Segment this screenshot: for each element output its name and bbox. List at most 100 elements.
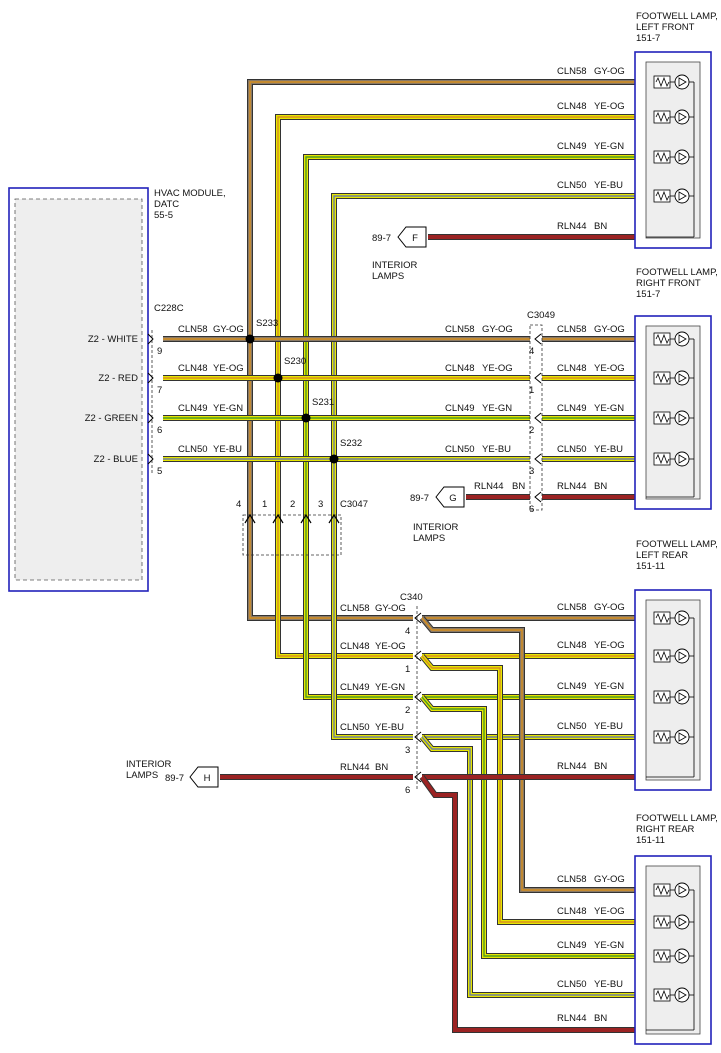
lamp-lf-title-2: LEFT FRONT: [636, 22, 695, 33]
led-icon: [674, 451, 690, 467]
lamp-lf-ref: 151-7: [636, 33, 660, 44]
resistor-zigzag: [655, 372, 670, 384]
resistor-zigzag: [655, 989, 670, 1001]
wire-label-hvac-color: GY-OG: [213, 324, 244, 335]
wire-label-rln44-h-color: BN: [375, 762, 388, 773]
wire-label-front-bus-color: YE-GN: [375, 682, 405, 693]
wire-label-front-bus-color: YE-BU: [375, 722, 404, 733]
wire-label-lr-color: YE-BU: [594, 721, 623, 732]
c340-label: C340: [400, 592, 423, 603]
hvac-module-name-2: DATC: [154, 199, 179, 210]
c3049-pin-number: 4: [529, 346, 534, 357]
led-icon: [674, 648, 690, 664]
wire-label-mid-circuit: CLN48: [445, 363, 475, 374]
hvac-module-name: HVAC MODULE,: [154, 188, 226, 199]
wire-label-rf-circuit: CLN49: [557, 403, 587, 414]
connector-pin-icon: [534, 372, 542, 384]
wire-label-rf-circuit: CLN50: [557, 444, 587, 455]
wire-cln50-front-bus: [331, 193, 637, 740]
c340-pin-number: 6: [405, 785, 410, 796]
wires: [163, 79, 637, 1033]
c228c-label: C228C: [154, 303, 184, 314]
wire-label-rf-color: YE-BU: [594, 444, 623, 455]
hvac-module-inner: [14, 198, 143, 581]
c3047-pin-number: 2: [290, 499, 295, 510]
wire-label-rr-gnd-color: BN: [594, 1013, 607, 1024]
led-icon: [674, 610, 690, 626]
connector-pin-icon: [534, 412, 542, 424]
resistor-zigzag: [655, 950, 670, 962]
wire-cln48-right-rear: [419, 654, 637, 925]
led-icon: [674, 188, 690, 204]
wire-label-rf-color: GY-OG: [594, 324, 625, 335]
hvac-pin-label: Z2 - RED: [98, 373, 138, 384]
connector-pin-icon: [328, 513, 340, 524]
c3049-label: C3049: [527, 310, 555, 321]
wire-cln48-front-bus: [275, 114, 637, 659]
c228c-pin-number: 9: [157, 346, 162, 357]
wire-label-front-bus-color: YE-OG: [375, 641, 406, 652]
led-icon: [674, 410, 690, 426]
diode-symbol: [678, 917, 687, 927]
diode-symbol: [678, 77, 687, 87]
c3047-pin-number: 3: [318, 499, 323, 510]
hvac-pin-label: Z2 - BLUE: [94, 454, 138, 465]
resistor-zigzag: [655, 412, 670, 424]
lamp-inner-box: [645, 599, 701, 781]
interior-lamps-flag-letter: F: [412, 233, 418, 244]
wire-label-lr-color: YE-OG: [594, 640, 625, 651]
interior-lamps-flag-letter: G: [449, 493, 456, 504]
diode-symbol: [678, 454, 687, 464]
diode-symbol: [678, 413, 687, 423]
wire-label-lr-gnd: RLN44: [557, 761, 587, 772]
wire-label-lf-gnd: RLN44: [557, 221, 587, 232]
splice-label-s230: S230: [284, 356, 306, 367]
diode-symbol: [678, 990, 687, 1000]
diode-symbol: [678, 732, 687, 742]
resistor-zigzag: [655, 453, 670, 465]
wire-label-lf-circuit: CLN49: [557, 141, 587, 152]
wire-label-hvac-color: YE-GN: [213, 403, 243, 414]
connector-pin-icon: [147, 412, 154, 424]
c340-pin-number: 4: [405, 626, 410, 637]
hvac-pin-label: Z2 - WHITE: [88, 334, 138, 345]
interior-lamps-flag-icon: [435, 486, 465, 508]
interior-lamps-flag-letter: H: [204, 773, 211, 784]
lamp-rr-title-2: RIGHT REAR: [636, 824, 695, 835]
splice-dot: [329, 454, 339, 464]
footwell-lamp-right-rear: [634, 855, 712, 1045]
c228c-pin-number: 6: [157, 425, 162, 436]
led-icon: [674, 149, 690, 165]
diode-symbol: [678, 112, 687, 122]
wire-label-rr-color: YE-GN: [594, 940, 624, 951]
wire-label-rr-circuit: CLN58: [557, 874, 587, 885]
resistor-zigzag: [655, 151, 670, 163]
wire-rln44-right-rear: [419, 775, 637, 1033]
footwell-lamp-left-rear: [634, 589, 712, 791]
diode-symbol: [678, 651, 687, 661]
wire-label-front-bus-circuit: CLN49: [340, 682, 370, 693]
connector-pin-icon: [147, 333, 154, 345]
interior-lamps-f-label-2: LAMPS: [372, 271, 404, 282]
resistor-zigzag: [655, 691, 670, 703]
diode-symbol: [678, 191, 687, 201]
led-icon: [674, 987, 690, 1003]
wire-label-rf-gnd-color: BN: [594, 481, 607, 492]
resistor-zigzag: [655, 884, 670, 896]
wire-label-front-bus-circuit: CLN50: [340, 722, 370, 733]
resistor-zigzag: [655, 612, 670, 624]
connector-pin-icon: [534, 333, 542, 345]
c340-pin-number: 2: [405, 705, 410, 716]
diode-symbol: [678, 692, 687, 702]
wire-label-rf-gnd: RLN44: [557, 481, 587, 492]
connector-pin-icon: [147, 372, 154, 384]
connector-pin-icon: [272, 513, 284, 524]
led-icon: [674, 109, 690, 125]
resistor-zigzag: [655, 650, 670, 662]
led-icon: [674, 948, 690, 964]
wire-label-lf-color: YE-OG: [594, 101, 625, 112]
splice-label-s233: S233: [256, 318, 278, 329]
wire-label-mid-circuit: CLN58: [445, 324, 475, 335]
hvac-pin-label: Z2 - GREEN: [85, 413, 138, 424]
wire-label-lr-circuit: CLN49: [557, 681, 587, 692]
